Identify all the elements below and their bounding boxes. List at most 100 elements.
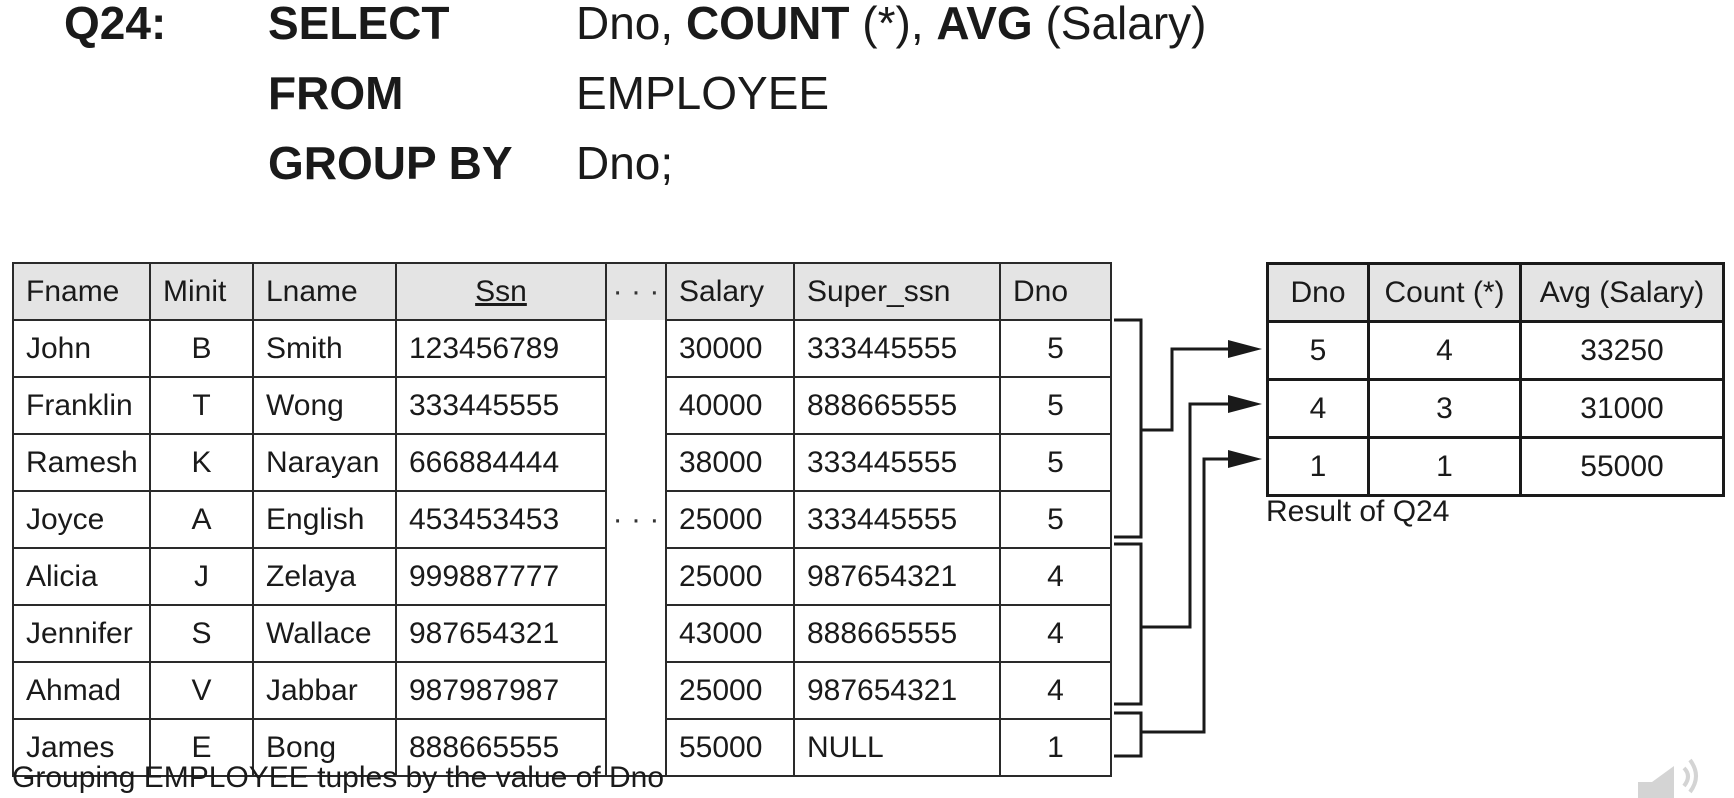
employee-cell: Wallace [252,604,397,663]
employee-cell: Smith [252,319,397,378]
ellipsis-cell [605,605,667,662]
employee-cell: 333445555 [395,376,607,435]
employee-cell: T [149,376,254,435]
employee-cell: J [149,547,254,606]
employee-cell: 987654321 [395,604,607,663]
ellipsis-cell [605,434,667,491]
connector-line-dno-1 [1141,457,1228,734]
employee-cell: 987987987 [395,661,607,720]
employee-cell: 25000 [665,490,795,549]
result-cell: 5 [1266,320,1370,381]
employee-table: Fname Minit Lname Ssn · · · Salary Super… [12,262,1112,777]
result-header-avg-salary: Avg (Salary) [1519,262,1725,323]
ellipsis-cell [605,662,667,719]
ellipsis-cell [605,377,667,434]
employee-cell: 5 [999,433,1112,492]
employee-cell: English [252,490,397,549]
employee-cell: Ramesh [12,433,151,492]
result-caption: Result of Q24 [1266,495,1450,528]
from-keyword: FROM [268,67,404,119]
employee-cell: NULL [793,718,1001,777]
employee-cell: A [149,490,254,549]
employee-cell: Jabbar [252,661,397,720]
speaker-icon[interactable] [1634,752,1704,798]
employee-cell: 25000 [665,547,795,606]
employee-cell: 30000 [665,319,795,378]
result-cell: 3 [1367,378,1522,439]
employee-cell: 666884444 [395,433,607,492]
employee-cell: 55000 [665,718,795,777]
employee-cell: 4 [999,661,1112,720]
ellipsis-cell: · · · [605,491,667,548]
group-by-keyword: GROUP BY [268,137,513,189]
col-header-ellipsis: · · · [605,262,667,320]
employee-cell: 40000 [665,376,795,435]
employee-cell: Alicia [12,547,151,606]
arrowhead-dno-5 [1228,340,1262,358]
employee-cell: Franklin [12,376,151,435]
employee-cell: 4 [999,604,1112,663]
connector-line-dno-5 [1141,347,1228,432]
employee-cell: Bong [252,718,397,777]
employee-cell: 999887777 [395,547,607,606]
col-header-lname: Lname [252,262,397,321]
col-header-salary: Salary [665,262,795,321]
employee-cell: 4 [999,547,1112,606]
arrowhead-dno-4 [1228,395,1262,413]
arrowhead-dno-1 [1228,450,1262,468]
employee-cell: Ahmad [12,661,151,720]
employee-cell: 38000 [665,433,795,492]
employee-cell: Narayan [252,433,397,492]
employee-cell: 888665555 [395,718,607,777]
employee-cell: 987654321 [793,547,1001,606]
employee-cell: 25000 [665,661,795,720]
ellipsis-cell [605,548,667,605]
employee-cell: James [12,718,151,777]
group-bracket-dno-1 [1114,711,1143,758]
result-cell: 31000 [1519,378,1725,439]
result-cell: 33250 [1519,320,1725,381]
connector-line-dno-4 [1141,402,1228,629]
employee-cell: E [149,718,254,777]
result-header-dno: Dno [1266,262,1370,323]
ellipsis-cell [605,719,667,777]
col-header-ssn: Ssn [395,262,607,321]
employee-cell: 333445555 [793,433,1001,492]
employee-header-row: Fname Minit Lname Ssn · · · Salary Super… [12,262,1112,321]
employee-cell: 888665555 [793,604,1001,663]
col-header-dno: Dno [999,262,1112,321]
employee-cell: 453453453 [395,490,607,549]
result-header-count: Count (*) [1367,262,1522,323]
result-cell: 55000 [1519,436,1725,497]
employee-cell: 333445555 [793,490,1001,549]
employee-cell: K [149,433,254,492]
employee-cell: Joyce [12,490,151,549]
employee-cell: 43000 [665,604,795,663]
employee-cell: 5 [999,319,1112,378]
result-cell: 4 [1367,320,1522,381]
select-keyword: SELECT [268,0,450,49]
query-label: Q24: [64,0,167,49]
select-clause: Dno, COUNT (*), AVG (Salary) [576,0,1207,49]
employee-cell: 333445555 [793,319,1001,378]
employee-cell: 5 [999,376,1112,435]
employee-cell: S [149,604,254,663]
employee-cell: 888665555 [793,376,1001,435]
employee-caption: Grouping EMPLOYEE tuples by the value of… [12,761,665,794]
ellipsis-cell [605,320,667,377]
employee-cell: 987654321 [793,661,1001,720]
employee-cell: B [149,319,254,378]
col-header-minit: Minit [149,262,254,321]
result-cell: 1 [1367,436,1522,497]
